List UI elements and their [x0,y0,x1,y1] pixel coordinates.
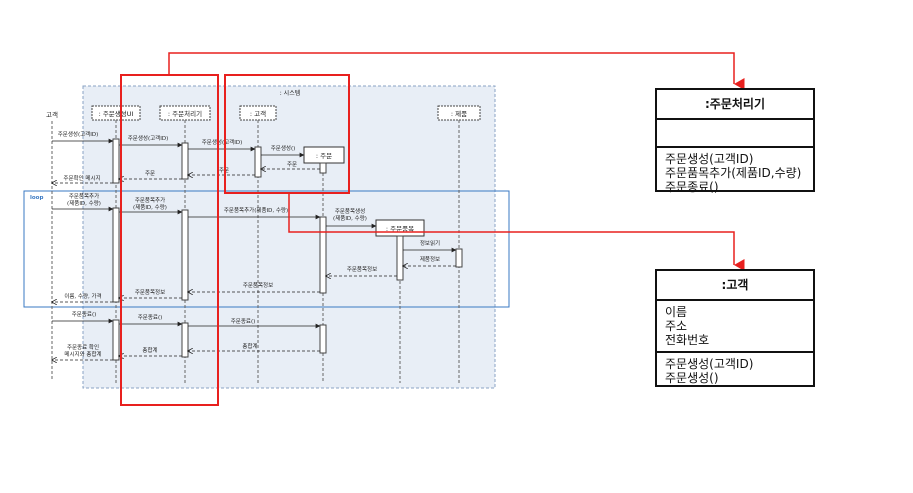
class-order-processor-operations: 주문생성(고객ID) 주문품목추가(제품ID,수량) 주문종료() [657,148,813,198]
connector-to-order-processor [168,52,745,90]
class-order-processor-attributes [657,120,813,148]
activation-cust-1 [254,146,262,178]
class-order-processor-title: :주문처리기 [657,90,813,120]
activation-ui-3 [112,319,120,361]
message-label-11: 주문품목생성(제품ID, 수량) [333,207,367,222]
activation-prod-1 [455,248,463,268]
message-label-21: 총합계 [242,342,257,350]
message-label-18: 주문종료() [72,311,97,318]
message-label-14: 주문품목정보 [347,266,377,273]
activation-order-3 [319,324,327,354]
message-label-0: 주문생성(고객ID) [58,130,99,138]
operation-create-order: 주문생성(고객ID) [665,152,754,166]
message-label-10: 주문품목추가(제품ID, 수량) [224,206,288,214]
message-label-9: 주문품목추가(제품ID, 수량) [133,196,167,211]
message-label-15: 주문품목정보 [243,282,273,289]
message-label-1: 주문생성(고객ID) [128,134,169,142]
message-label-12: 정보읽기 [420,239,440,247]
class-customer-operations: 주문생성(고객ID) 주문생성() [657,353,813,389]
attribute-name: 이름 [665,305,688,319]
connector-to-customer [288,193,745,271]
operation-create-order-no-arg: 주문생성() [665,371,719,385]
loop-label: loop [30,195,43,201]
operation-add-order-item: 주문품목추가(제품ID,수량) [665,166,802,180]
activation-proc-3 [181,322,189,358]
class-customer: :고객 이름 주소 전화번호 주문생성(고객ID) 주문생성() [655,269,815,387]
class-customer-title: :고객 [657,271,813,301]
message-label-3: 주문생성() [271,144,296,152]
system-frame [82,85,496,389]
object-order-label: : 주문 [316,152,332,160]
attribute-address: 주소 [665,319,688,333]
message-label-6: 주문 [145,170,155,177]
message-label-4: 주문 [287,161,297,168]
activation-item-1 [396,235,404,281]
lifeline-label-ui: : 주문생성UI [99,109,134,118]
message-label-2: 주문생성(고객ID) [202,138,243,146]
message-label-7: 주문확인 메시지 [63,174,100,182]
operation-end-order: 주문종료() [665,180,719,194]
class-order-processor: :주문처리기 주문생성(고객ID) 주문품목추가(제품ID,수량) 주문종료() [655,88,815,194]
lifeline-label-proc: : 주문처리기 [168,109,202,118]
lifeline-label-cust: : 고객 [250,109,266,118]
actor-label: 고객 [46,110,58,119]
message-label-16: 주문품목정보 [135,289,165,296]
activation-order-2 [319,216,327,294]
activation-proc-1 [181,142,189,180]
operation-create-order-with-id: 주문생성(고객ID) [665,357,754,371]
message-label-19: 주문종료() [138,314,163,321]
message-label-8: 주문품목추가(제품ID, 수량) [67,192,101,207]
activation-order-1 [319,162,327,174]
message-label-20: 주문종료() [231,318,256,325]
lifeline-label-prod: : 제품 [451,110,467,118]
activation-ui-1 [112,138,120,184]
message-label-13: 제품정보 [420,255,440,263]
message-label-22: 총합계 [142,346,157,354]
activation-ui-2 [112,207,120,303]
object-item-label: : 주문품목 [386,225,414,233]
attribute-phone: 전화번호 [665,333,710,347]
highlight-customer [224,74,350,194]
system-frame-label: : 시스템 [280,90,301,97]
loop-frame [23,190,510,308]
message-label-17: 이름, 수량, 가격 [64,292,101,300]
class-customer-attributes: 이름 주소 전화번호 [657,301,813,353]
activation-proc-2 [181,209,189,301]
